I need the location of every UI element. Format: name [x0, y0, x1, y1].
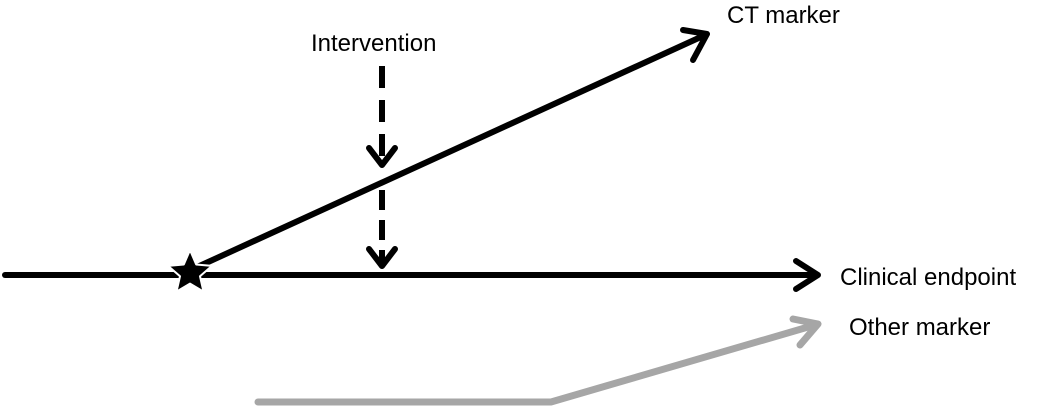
other-marker-arrowhead [789, 315, 822, 349]
intervention-arrowhead-upper [366, 145, 398, 168]
intervention-label: Intervention [311, 30, 436, 57]
clinical-endpoint-arrowhead [793, 258, 821, 292]
other-marker-arrow [254, 315, 822, 406]
intervention-arrows [366, 66, 398, 269]
clinical-endpoint-arrow [2, 258, 821, 292]
ct-marker-line [192, 33, 706, 271]
ct-marker-arrow [192, 27, 710, 271]
other-marker-line [254, 321, 819, 406]
clinical-endpoint-label: Clinical endpoint [840, 264, 1016, 291]
star-icon [167, 249, 213, 293]
ct-marker-label: CT marker [727, 2, 840, 29]
other-marker-label: Other marker [849, 314, 990, 341]
intervention-arrowhead-lower [366, 246, 398, 269]
ct-marker-arrowhead [680, 27, 710, 63]
